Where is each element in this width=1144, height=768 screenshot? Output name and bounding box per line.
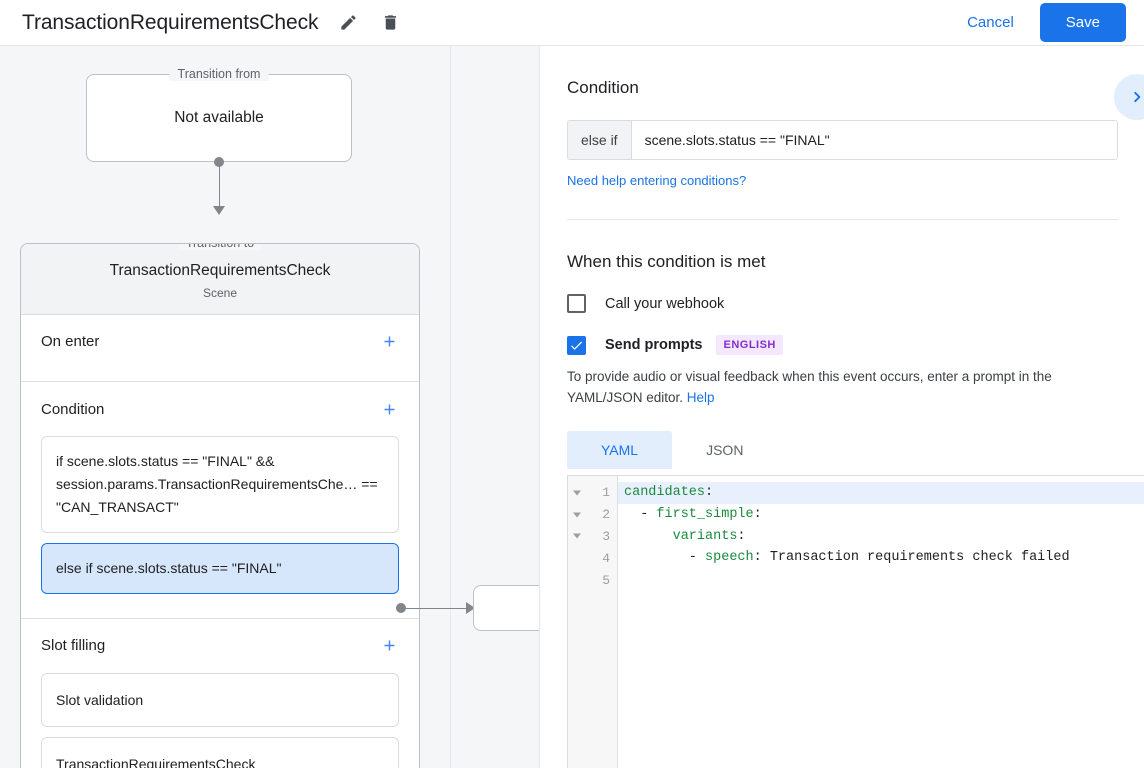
- section-title-on-enter: On enter: [41, 332, 100, 350]
- line-number: 1: [568, 482, 617, 504]
- section-header-on-enter: On enter: [21, 315, 419, 367]
- yaml-value: :: [737, 528, 746, 544]
- transition-to-card: Transition to TransactionRequirementsChe…: [20, 243, 420, 768]
- flow-canvas: Transition from Not available Transition…: [0, 46, 540, 768]
- slot-filling-item[interactable]: Slot validation: [41, 672, 399, 728]
- section-header-condition: Condition: [21, 382, 419, 436]
- cancel-button[interactable]: Cancel: [953, 5, 1028, 40]
- language-badge: ENGLISH: [716, 335, 783, 355]
- check-icon: [571, 340, 583, 350]
- connector-line-vertical: [218, 162, 220, 211]
- yaml-value: :: [705, 485, 714, 500]
- section-divider: [567, 219, 1118, 220]
- condition-item-selected[interactable]: else if scene.slots.status == "FINAL": [41, 543, 399, 594]
- line-number: 5: [602, 572, 610, 588]
- condition-field[interactable]: else if: [567, 120, 1118, 160]
- editor-code-area[interactable]: candidates: - first_simple: variants: - …: [618, 476, 1144, 768]
- condition-prefix: else if: [568, 121, 632, 159]
- pencil-icon-glyph: [341, 15, 356, 30]
- section-title-condition: Condition: [41, 400, 105, 418]
- line-number: 2: [568, 504, 617, 526]
- section-header-slot-filling: Slot filling: [21, 619, 419, 673]
- yaml-key: speech: [705, 550, 754, 566]
- slot-filling-item[interactable]: TransactionRequirementsCheck: [41, 737, 399, 768]
- prompts-hint-text: To provide audio or visual feedback when…: [567, 369, 1052, 405]
- add-on-enter-icon[interactable]: [379, 331, 399, 351]
- tab-json[interactable]: JSON: [706, 441, 744, 458]
- next-node-card[interactable]: [473, 585, 539, 631]
- line-number: 3: [568, 526, 617, 548]
- webhook-checkbox[interactable]: [567, 294, 586, 313]
- page-title: TransactionRequirementsCheck: [22, 10, 319, 34]
- header-actions: Cancel Save: [953, 3, 1126, 42]
- plus-icon: [384, 336, 394, 346]
- connector-dot-selected: [396, 603, 406, 613]
- code-line[interactable]: [618, 569, 1144, 591]
- when-condition-met-section: When this condition is met Call your web…: [541, 220, 1144, 469]
- send-prompts-label: Send prompts: [605, 337, 703, 353]
- connector-line-horizontal: [406, 607, 468, 609]
- section-slot-filling: Slot filling Slot validation Transaction…: [21, 619, 419, 768]
- add-condition-icon[interactable]: [379, 399, 399, 419]
- add-slot-filling-icon[interactable]: [379, 636, 399, 656]
- app-header: TransactionRequirementsCheck Cancel Save: [0, 0, 1144, 46]
- section-condition: Condition if scene.slots.status == "FINA…: [21, 382, 419, 619]
- code-line[interactable]: - speech: Transaction requirements check…: [624, 550, 1070, 566]
- save-button[interactable]: Save: [1039, 3, 1126, 42]
- connector-arrow-down: [213, 206, 225, 215]
- code-line[interactable]: - first_simple:: [624, 506, 762, 522]
- transition-to-legend: Transition to: [177, 244, 263, 250]
- trash-icon-glyph: [384, 15, 396, 30]
- plus-icon: [384, 404, 394, 414]
- tab-yaml[interactable]: YAML: [567, 430, 673, 469]
- line-number: 4: [602, 550, 610, 566]
- trash-icon[interactable]: [378, 11, 402, 35]
- editor-tabs: YAML JSON: [567, 430, 1118, 469]
- webhook-label: Call your webhook: [605, 295, 725, 312]
- send-prompts-checkbox[interactable]: [567, 335, 586, 355]
- scene-name: TransactionRequirementsCheck: [109, 262, 331, 279]
- chevron-right-glyph: [1134, 91, 1141, 103]
- connector-arrow-right: [466, 602, 475, 614]
- condition-section: Condition else if Need help entering con…: [541, 46, 1144, 220]
- section-title-slot-filling: Slot filling: [41, 637, 106, 655]
- yaml-key: candidates: [624, 485, 706, 500]
- fold-triangle-icon[interactable]: [573, 512, 581, 518]
- webhook-row[interactable]: Call your webhook: [567, 294, 1118, 313]
- fold-triangle-icon[interactable]: [573, 533, 581, 539]
- fold-triangle-icon[interactable]: [573, 490, 581, 496]
- code-line[interactable]: candidates:: [618, 482, 1144, 504]
- scene-header[interactable]: TransactionRequirementsCheck Scene: [21, 244, 419, 315]
- yaml-value: :: [753, 506, 762, 522]
- yaml-key: variants: [672, 528, 738, 544]
- condition-item[interactable]: if scene.slots.status == "FINAL" && sess…: [41, 436, 399, 534]
- scene-type: Scene: [202, 286, 238, 300]
- transition-from-legend: Transition from: [169, 67, 269, 81]
- canvas-divider: [450, 46, 451, 768]
- section-on-enter: On enter: [21, 315, 419, 382]
- transition-from-value: Not available: [174, 109, 264, 126]
- code-line[interactable]: variants:: [618, 526, 1144, 548]
- pencil-icon[interactable]: [336, 11, 360, 35]
- send-prompts-row[interactable]: Send prompts ENGLISH: [567, 335, 1118, 355]
- yaml-key: first_simple: [656, 506, 754, 522]
- condition-input[interactable]: [631, 121, 1117, 159]
- chevron-right-icon[interactable]: [1114, 74, 1144, 120]
- prompts-help-link[interactable]: Help: [686, 389, 715, 405]
- condition-help-link[interactable]: Need help entering conditions?: [567, 173, 747, 188]
- prompts-hint: To provide audio or visual feedback when…: [567, 367, 1118, 409]
- condition-heading: Condition: [567, 78, 639, 97]
- plus-icon: [384, 640, 394, 651]
- when-met-heading: When this condition is met: [567, 252, 766, 271]
- yaml-value: : Transaction requirements check failed: [753, 550, 1070, 566]
- transition-from-card[interactable]: Transition from Not available: [86, 67, 352, 162]
